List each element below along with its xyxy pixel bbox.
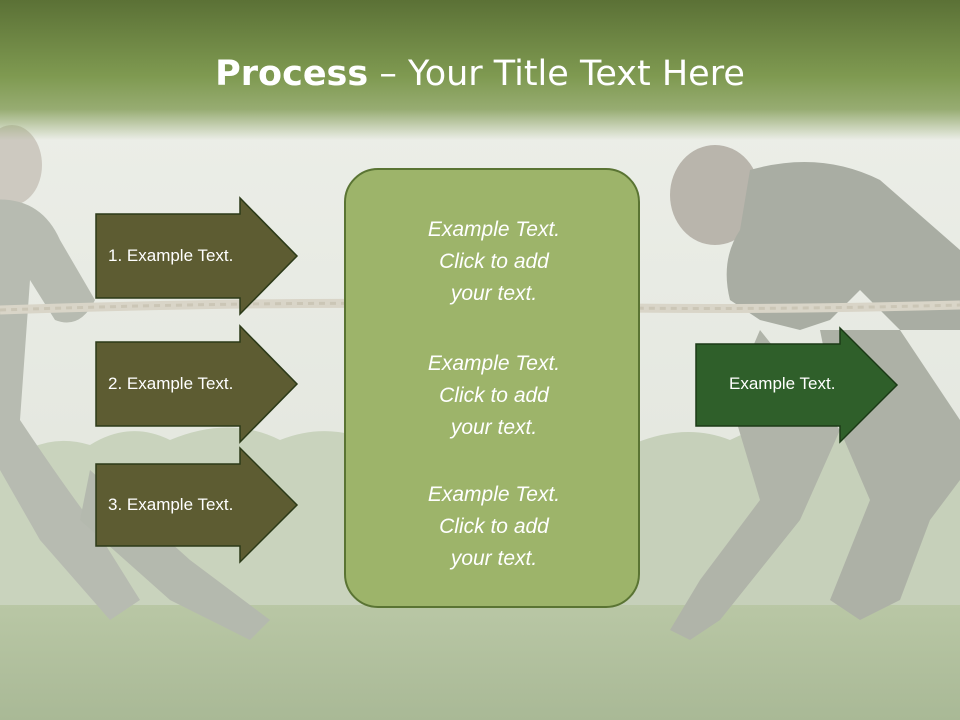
output-arrow-label: Example Text.: [729, 374, 836, 393]
center-paragraph-1-line-1: Example Text.: [427, 218, 561, 241]
center-paragraph-3-line-3: your text.: [450, 547, 538, 570]
center-paragraph-2-line-1: Example Text.: [427, 352, 561, 375]
input-arrow-1-label: 1. Example Text.: [108, 246, 234, 265]
title-bold: Process: [215, 54, 369, 94]
center-paragraph-2-line-3: your text.: [450, 416, 538, 439]
input-arrow-1[interactable]: [95, 196, 299, 316]
center-paragraph-1-line-3: your text.: [450, 282, 538, 305]
center-paragraph-3-line-1: Example Text.: [427, 483, 561, 506]
slide-title: Process – Your Title Text Here: [0, 52, 960, 96]
center-paragraph-3: Example Text. Click to add your text.: [346, 479, 642, 575]
title-rest: – Your Title Text Here: [368, 54, 745, 94]
input-arrow-3-label: 3. Example Text.: [108, 495, 234, 514]
input-arrow-3[interactable]: [95, 446, 299, 564]
input-arrow-2-label: 2. Example Text.: [108, 374, 234, 393]
input-arrow-2[interactable]: [95, 324, 299, 444]
title-band: [0, 0, 960, 140]
center-paragraph-1: Example Text. Click to add your text.: [346, 214, 642, 310]
center-process-box[interactable]: Example Text. Click to add your text. Ex…: [344, 168, 640, 608]
center-paragraph-2-line-2: Click to add: [439, 384, 549, 407]
center-paragraph-1-line-2: Click to add: [439, 250, 549, 273]
center-paragraph-3-line-2: Click to add: [439, 515, 549, 538]
output-arrow[interactable]: [695, 326, 899, 444]
center-paragraph-2: Example Text. Click to add your text.: [346, 348, 642, 444]
